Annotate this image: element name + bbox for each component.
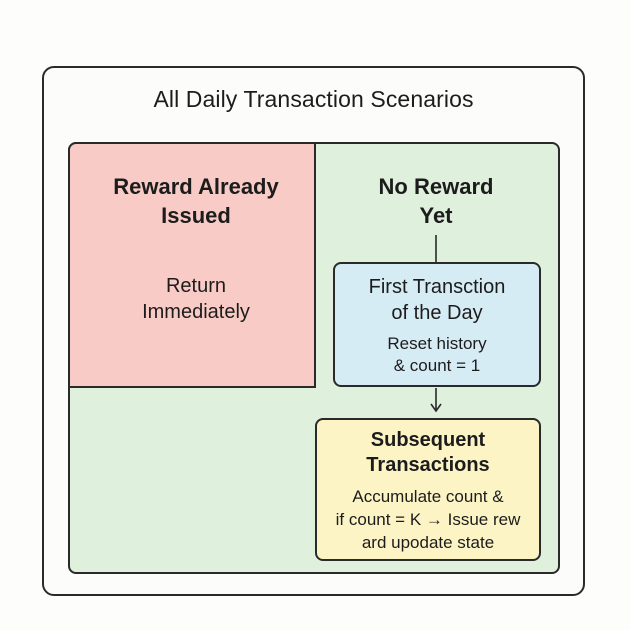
first-transaction-text-line1: Reset history [387, 334, 487, 353]
subsequent-title-line2: Transactions [366, 454, 490, 476]
subsequent-text-line1: Accumulate count & [352, 487, 504, 506]
no-reward-title-line1: No Reward [378, 174, 494, 199]
first-transaction-text-line2: & count = 1 [393, 356, 481, 375]
reward-issued-title: Reward Already Issued [68, 172, 324, 230]
reward-issued-text: Return Immediately [68, 273, 324, 325]
reward-issued-text-line1: Return [165, 275, 227, 297]
reward-issued-title-line2: Issued [161, 203, 231, 228]
no-reward-title: No Reward Yet [320, 172, 552, 230]
subsequent-transactions-box [315, 418, 541, 561]
subsequent-text-line2: if count = K → Issue rew [335, 510, 521, 529]
first-transaction-title-line2: of the Day [391, 302, 483, 324]
subsequent-title-line1: Subsequent [370, 429, 486, 451]
no-reward-title-line2: Yet [419, 203, 453, 228]
reward-issued-region [68, 142, 316, 388]
first-transaction-box [333, 262, 541, 387]
first-transaction-title-line1: First Transction [368, 276, 506, 298]
reward-issued-title-line1: Reward Already [113, 174, 279, 199]
diagram-title: All Daily Transaction Scenarios [153, 86, 474, 112]
subsequent-text-line3: ard upodate state [361, 533, 495, 552]
reward-issued-text-line2: Immediately [142, 301, 250, 323]
first-transaction-title: First Transction of the Day [333, 274, 541, 326]
subsequent-transactions-text: Accumulate count & if count = K → Issue … [315, 485, 541, 554]
subsequent-transactions-title: Subsequent Transactions [315, 428, 541, 478]
first-transaction-text: Reset history & count = 1 [333, 333, 541, 377]
